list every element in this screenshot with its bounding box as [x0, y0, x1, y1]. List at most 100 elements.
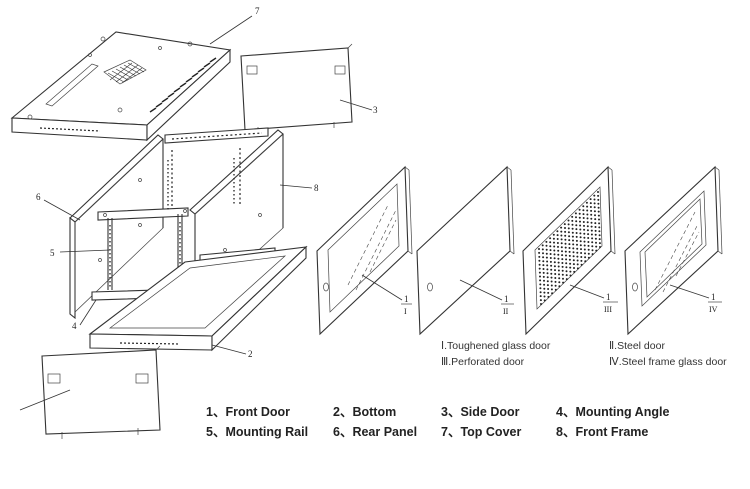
- perforation-dot: [545, 248, 548, 251]
- perforation-dot: [554, 273, 557, 275]
- perforation-dot: [568, 239, 571, 242]
- perforation-dot: [556, 234, 559, 237]
- perforation-dot: [539, 291, 542, 294]
- perforation-dot: [564, 250, 567, 253]
- perforation-dot: [591, 241, 594, 244]
- perforation-dot: [590, 225, 593, 228]
- perforation-dot: [543, 299, 546, 302]
- perforation-dot: [575, 232, 578, 234]
- perforation-dot: [538, 263, 541, 266]
- perforation-dot: [572, 263, 575, 266]
- perforation-dot: [593, 202, 596, 205]
- perforation-dot: [549, 237, 552, 240]
- perforation-dot: [582, 221, 585, 223]
- perforation-dot: [539, 287, 542, 290]
- perforation-dot: [583, 224, 585, 227]
- perforation-dot: [590, 233, 593, 236]
- perforation-dot: [554, 269, 556, 272]
- perforation-dot: [567, 223, 570, 226]
- perforation-dot: [543, 279, 545, 282]
- door-2-numeral: 1: [504, 294, 509, 304]
- perforation-dot: [587, 248, 590, 251]
- perforation-dot: [538, 271, 541, 274]
- perforation-dot: [597, 198, 600, 201]
- perforation-dot: [560, 234, 563, 237]
- perforation-dot: [542, 275, 545, 278]
- perforation-dot: [575, 220, 578, 223]
- perforation-dot: [591, 249, 594, 252]
- perforation-dot: [576, 247, 579, 250]
- perforation-dot: [571, 231, 574, 234]
- perforation-dot: [549, 260, 552, 263]
- perforation-dot: [583, 248, 586, 251]
- perforation-dot: [593, 206, 596, 209]
- perforation-dot: [598, 226, 601, 229]
- perforation-dot: [568, 258, 571, 261]
- door-3-numeral: 1: [606, 292, 611, 302]
- callout-bottom: 2: [248, 349, 253, 359]
- perforation-dot: [552, 237, 555, 240]
- perforation-dot: [564, 234, 567, 237]
- perforation-dot: [569, 270, 572, 273]
- perforation-dot: [561, 265, 564, 268]
- perforation-dot: [578, 212, 581, 215]
- perforation-dot: [547, 295, 550, 298]
- perforation-dot: [562, 281, 565, 284]
- perforation-dot: [575, 216, 577, 219]
- perforation-dot: [575, 224, 578, 227]
- perforation-dot: [549, 253, 552, 255]
- perforation-dot: [542, 252, 544, 255]
- perforation-dot: [554, 288, 557, 291]
- perforation-dot: [568, 250, 571, 253]
- perforation-dot: [597, 214, 600, 217]
- perforation-dot: [589, 206, 592, 208]
- perforation-dot: [582, 217, 585, 219]
- perforation-dot: [584, 252, 586, 255]
- perforation-dot: [580, 252, 583, 254]
- door-1-roman: I: [404, 307, 407, 316]
- perforation-dot: [567, 219, 570, 222]
- door-1-numeral: 1: [404, 294, 409, 304]
- perforation-dot: [542, 271, 545, 274]
- perforation-dot: [586, 225, 589, 228]
- perforation-dot: [598, 218, 600, 221]
- perforation-dot: [539, 275, 541, 278]
- perforation-dot: [538, 248, 540, 250]
- perforation-dot: [583, 240, 586, 243]
- perforation-dot: [567, 227, 570, 230]
- legend-item-side-door: 3、Side Door: [441, 405, 520, 419]
- perforation-dot: [567, 231, 570, 234]
- perforation-dot: [553, 265, 556, 268]
- perforation-dot: [597, 191, 599, 193]
- perforation-dot: [572, 259, 575, 262]
- perforation-dot: [598, 234, 601, 237]
- perforation-dot: [584, 260, 587, 263]
- perforation-dot: [557, 245, 559, 248]
- perforation-dot: [590, 209, 593, 212]
- top-cover: 7: [10, 6, 260, 142]
- perforation-dot: [598, 222, 601, 225]
- perforation-dot: [565, 266, 568, 269]
- perforation-dot: [545, 240, 548, 243]
- perforation-dot: [575, 228, 578, 231]
- perforation-dot: [546, 260, 549, 263]
- perforation-dot: [586, 209, 589, 212]
- perforation-dot: [572, 239, 574, 242]
- perforation-dot: [582, 205, 585, 208]
- perforation-dot: [568, 247, 571, 249]
- legend-item-mounting-rail: 5、Mounting Rail: [206, 425, 309, 439]
- rear-panel-lower: [19, 345, 161, 439]
- perforation-dot: [578, 216, 581, 219]
- perforation-dot: [591, 237, 594, 240]
- perforation-dot: [565, 278, 568, 281]
- perforation-dot: [597, 206, 600, 209]
- callout-mounting-angle: 4: [72, 321, 77, 331]
- perforation-dot: [579, 244, 582, 247]
- perforation-dot: [569, 266, 572, 269]
- perforation-dot: [547, 288, 550, 290]
- perforation-dot: [576, 243, 578, 246]
- legend-item-front-frame: 8、Front Frame: [556, 425, 649, 439]
- perforation-dot: [539, 279, 542, 282]
- legend-item-top-cover: 7、Top Cover: [441, 425, 522, 439]
